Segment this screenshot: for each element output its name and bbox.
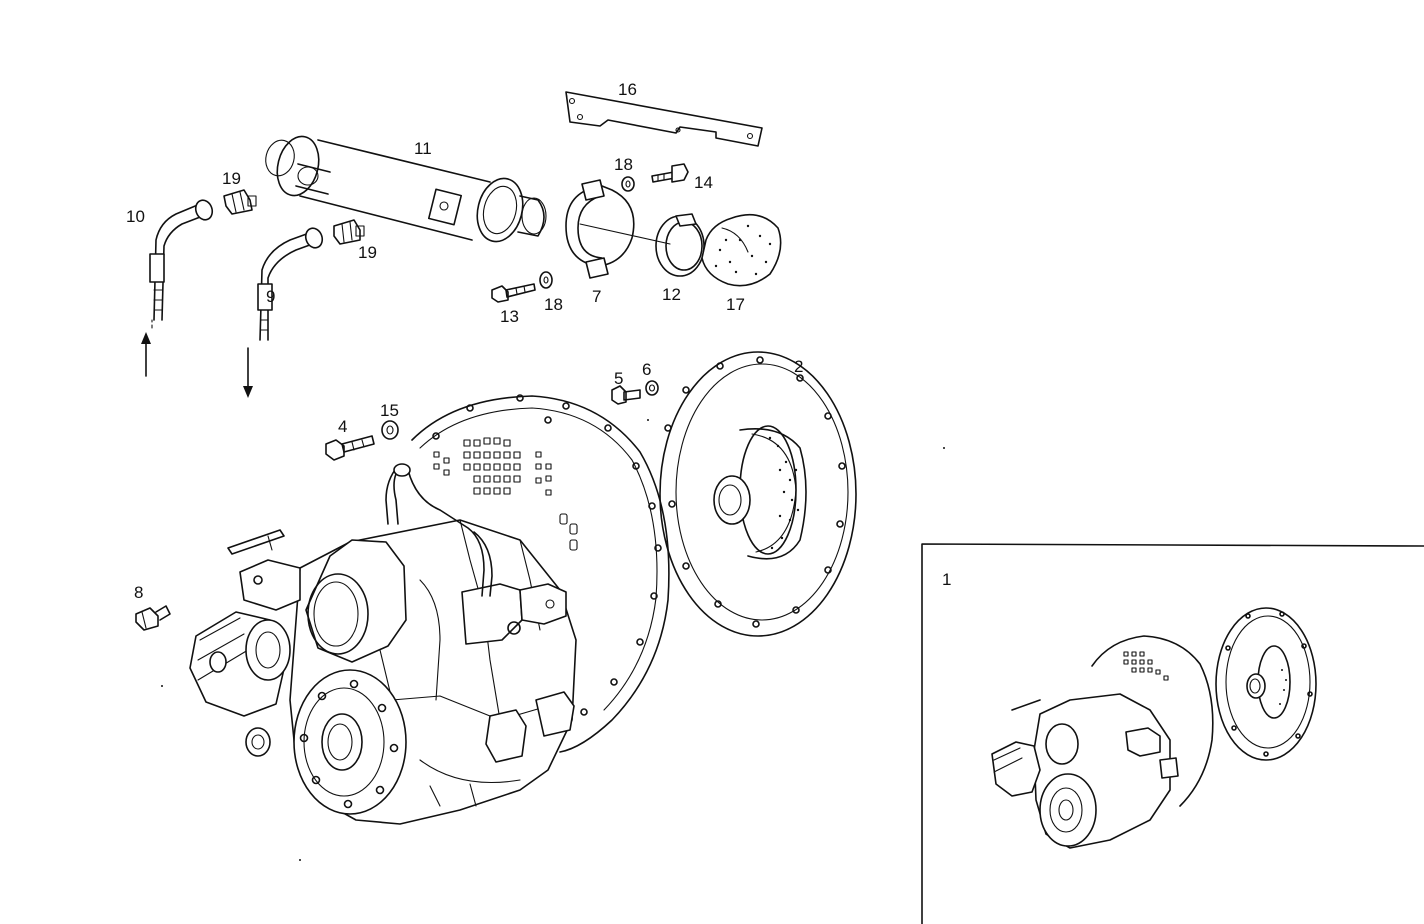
callout-15: 15 bbox=[380, 401, 399, 420]
part-17-pad bbox=[701, 213, 782, 287]
callout-9: 9 bbox=[266, 287, 275, 306]
inset-vents bbox=[1123, 651, 1169, 681]
callout-1: 1 bbox=[942, 570, 951, 589]
part-18-washer-upper bbox=[621, 176, 635, 192]
drive-plate-lining bbox=[768, 436, 800, 550]
part-16-mounting-strip bbox=[565, 91, 763, 147]
part-8-fitting bbox=[135, 605, 171, 631]
callout-18-upper: 18 bbox=[614, 155, 633, 174]
part-11-cooler bbox=[265, 135, 547, 243]
callout-16: 16 bbox=[618, 80, 637, 99]
callout-2: 2 bbox=[794, 357, 803, 376]
callout-18-lower: 18 bbox=[544, 295, 563, 314]
callout-11: 11 bbox=[414, 139, 432, 158]
callout-7: 7 bbox=[592, 287, 601, 306]
callout-4: 4 bbox=[338, 417, 347, 436]
part-19-fitting-lower bbox=[333, 219, 365, 245]
part-2-drive-plate bbox=[659, 351, 857, 637]
callout-17: 17 bbox=[726, 295, 745, 314]
gearbox-assembly bbox=[189, 394, 670, 825]
inset-drive-plate-thumbnail bbox=[1215, 607, 1317, 761]
part-10-hose bbox=[149, 199, 214, 321]
part-13-bolt bbox=[491, 283, 536, 303]
part-19-fitting-upper bbox=[223, 189, 257, 215]
part-18-washer-lower bbox=[539, 271, 553, 289]
callout-13: 13 bbox=[500, 307, 519, 326]
callout-8: 8 bbox=[134, 583, 143, 602]
bell-housing-vents bbox=[433, 437, 578, 551]
part-15-washer bbox=[381, 420, 399, 440]
callout-14: 14 bbox=[694, 173, 713, 192]
flow-arrow-out bbox=[243, 347, 253, 398]
part-9-hose bbox=[257, 227, 324, 341]
part-7-clamp bbox=[565, 179, 671, 279]
callout-19-upper: 19 bbox=[222, 169, 241, 188]
part-5-bolt bbox=[611, 385, 641, 405]
part-4-bolt bbox=[325, 435, 375, 461]
callout-6: 6 bbox=[642, 360, 651, 379]
callout-labels: 16 11 18 14 19 10 19 9 7 12 17 13 18 2 5… bbox=[126, 80, 951, 602]
inset-gearbox-thumbnail bbox=[991, 635, 1214, 849]
inset-overview bbox=[921, 543, 1424, 924]
callout-12: 12 bbox=[662, 285, 681, 304]
part-6-washer bbox=[645, 380, 659, 396]
callout-5: 5 bbox=[614, 369, 623, 388]
flow-arrow-in bbox=[141, 319, 153, 377]
part-14-bolt bbox=[651, 163, 689, 183]
callout-10: 10 bbox=[126, 207, 145, 226]
callout-19-lower: 19 bbox=[358, 243, 377, 262]
part-12-ring bbox=[655, 213, 705, 277]
